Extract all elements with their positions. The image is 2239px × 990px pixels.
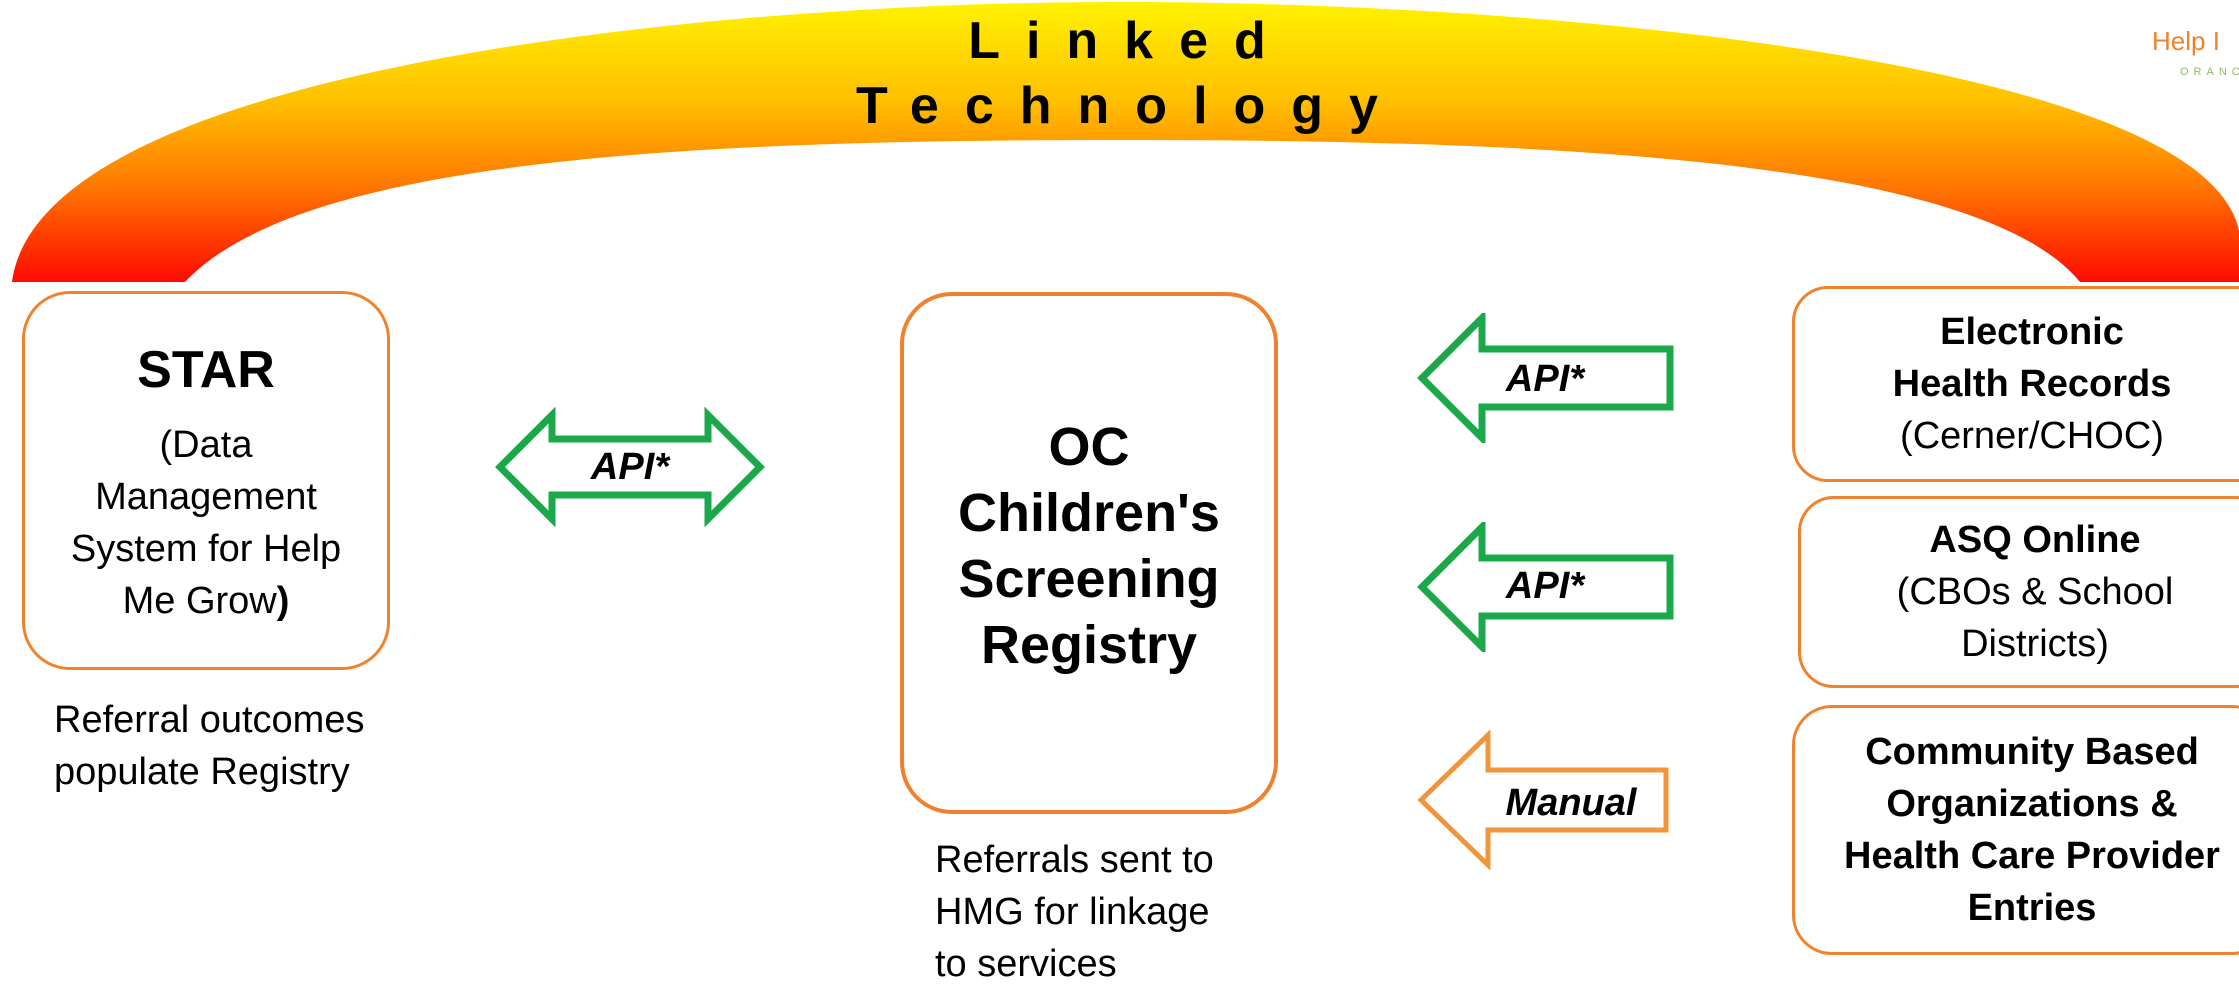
registry-box: OC Children's Screening Registry xyxy=(900,292,1278,814)
title-line-1: Linked xyxy=(968,12,1292,70)
ehr-line-2: Health Records xyxy=(1892,363,2172,405)
registry-line-4: Registry xyxy=(980,615,1198,675)
cbo-line-2: Organizations & xyxy=(1886,783,2178,825)
manual-label: Manual xyxy=(1505,782,1637,824)
cbo-line-1: Community Based xyxy=(1865,731,2199,773)
logo-text: Help I xyxy=(2152,26,2220,56)
registry-line-3: Screening xyxy=(958,549,1220,609)
asq-line-1: ASQ Online xyxy=(1929,519,2141,561)
registry-note-line-3: to services xyxy=(935,943,1117,985)
title-line-2: Technology xyxy=(856,77,1404,135)
double-arrow-icon xyxy=(495,407,765,527)
star-api-label: API* xyxy=(590,446,670,488)
ehr-api-label: API* xyxy=(1505,358,1585,400)
star-line-1: (Data xyxy=(159,423,253,466)
registry-note: Referrals sent to HMG for linkage to ser… xyxy=(935,834,1214,990)
ehr-line-1: Electronic xyxy=(1940,311,2124,353)
linked-technology-arc xyxy=(12,2,2239,282)
ehr-arrow-icon xyxy=(1417,313,1674,443)
cbo-line-3: Health Care Provider xyxy=(1844,835,2220,877)
star-note-line-1: Referral outcomes xyxy=(54,699,365,741)
star-title: STAR xyxy=(137,340,275,399)
cbo-box: Community Based Organizations & Health C… xyxy=(1792,705,2239,955)
cbo-line-4: Entries xyxy=(1967,887,2097,929)
asq-arrow-icon xyxy=(1417,522,1674,652)
asq-api-label: API* xyxy=(1505,565,1585,607)
star-note: Referral outcomes populate Registry xyxy=(54,694,364,798)
registry-line-1: OC xyxy=(1048,417,1130,477)
star-line-3: System for Help xyxy=(70,527,342,570)
ehr-line-3: (Cerner/CHOC) xyxy=(1900,415,2164,457)
asq-line-2: (CBOs & School xyxy=(1896,571,2174,613)
asq-box: ASQ Online (CBOs & School Districts) xyxy=(1798,496,2239,688)
registry-note-line-2: HMG for linkage xyxy=(935,891,1210,933)
ehr-box: Electronic Health Records (Cerner/CHOC) xyxy=(1792,286,2239,482)
star-note-line-2: populate Registry xyxy=(54,751,350,793)
registry-line-2: Children's xyxy=(958,483,1220,543)
star-line-4: Me Grow) xyxy=(122,579,290,622)
star-box: STAR (Data Management System for Help Me… xyxy=(22,291,390,670)
registry-note-line-1: Referrals sent to xyxy=(935,839,1214,881)
asq-line-3: Districts) xyxy=(1961,623,2109,665)
manual-arrow-icon xyxy=(1417,730,1669,870)
star-line-2: Management xyxy=(95,475,317,518)
logo-subtext: ORANC xyxy=(2180,66,2239,78)
